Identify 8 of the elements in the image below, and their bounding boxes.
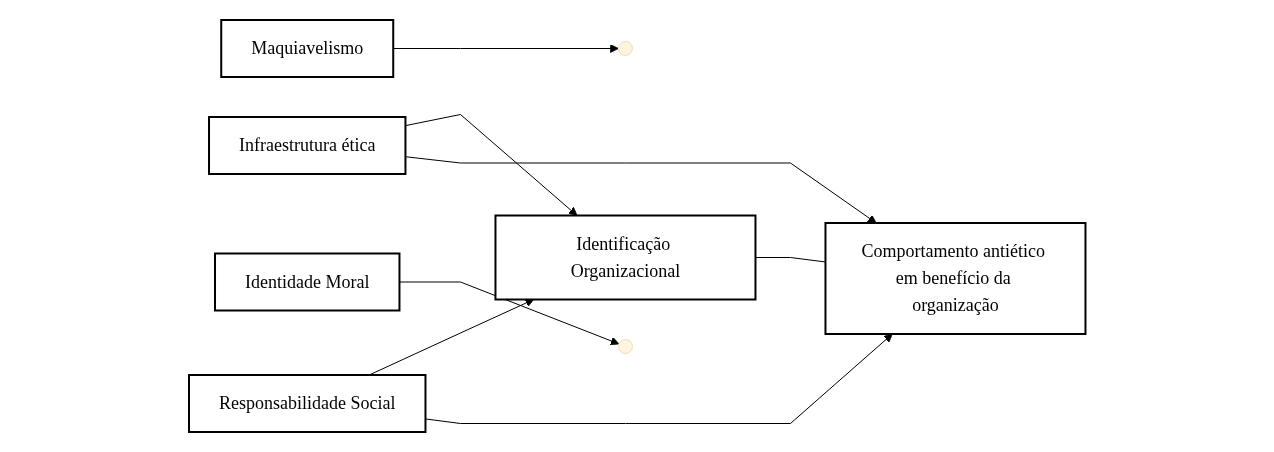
node-box: Responsabilidade Social [187,374,427,433]
node-box: Identidade Moral [213,252,401,312]
node-box: Comportamento antiético em benefício da organização [824,222,1087,335]
node-box: Infraestrutura ética [207,116,407,175]
node-box: Maquiavelismo [220,19,394,78]
arrow [392,44,619,53]
arrow [368,298,534,376]
node-box: Identificação Organizacional [494,214,757,301]
